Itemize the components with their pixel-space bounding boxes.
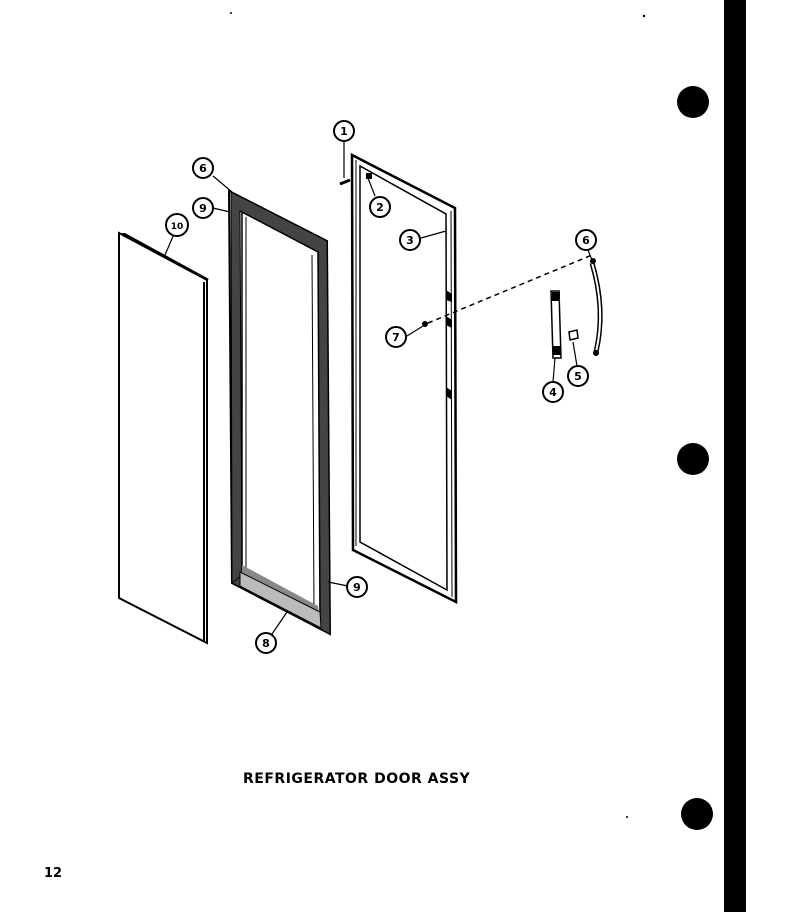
- punch-hole-top: [677, 86, 709, 118]
- callout-7: 7: [385, 326, 407, 348]
- svg-text:2: 2: [376, 201, 384, 214]
- punch-hole-bottom: [681, 798, 713, 830]
- callout-4: 4: [542, 381, 564, 403]
- callout-6-frame: 6: [192, 157, 214, 179]
- door-liner-frame: [227, 189, 332, 636]
- svg-text:5: 5: [574, 370, 582, 383]
- callout-9-top: 9: [192, 197, 214, 219]
- diagram-caption: REFRIGERATOR DOOR ASSY: [243, 771, 471, 787]
- svg-text:1: 1: [340, 125, 348, 138]
- svg-text:3: 3: [406, 234, 414, 247]
- svg-text:8: 8: [262, 637, 270, 650]
- door-gasket-frame: [350, 152, 458, 605]
- callout-9-bottom: 9: [346, 576, 368, 598]
- callout-1: 1: [333, 120, 355, 142]
- svg-text:9: 9: [199, 202, 207, 215]
- svg-text:6: 6: [199, 162, 207, 175]
- callout-8-bottom: 8: [255, 632, 277, 654]
- svg-text:7: 7: [392, 331, 400, 344]
- svg-text:10: 10: [171, 222, 184, 232]
- callout-2: 2: [369, 196, 391, 218]
- outer-door-panel: [118, 231, 209, 645]
- callout-3: 3: [399, 229, 421, 251]
- leader-lines: [164, 141, 593, 635]
- door-handle: [589, 258, 603, 356]
- handle-cap: [568, 329, 579, 341]
- callout-10: 10: [165, 213, 189, 237]
- binding-edge: [724, 0, 746, 912]
- assembly-line: [427, 254, 593, 324]
- callout-5: 5: [567, 365, 589, 387]
- svg-text:9: 9: [353, 581, 361, 594]
- handle-bracket: [550, 290, 562, 359]
- callout-6-handle: 6: [575, 229, 597, 251]
- punch-hole-middle: [677, 443, 709, 475]
- plug-part: [422, 321, 428, 327]
- screw-part: [339, 178, 351, 186]
- page-number: 12: [44, 866, 63, 881]
- svg-text:4: 4: [549, 386, 557, 399]
- svg-text:6: 6: [582, 234, 590, 247]
